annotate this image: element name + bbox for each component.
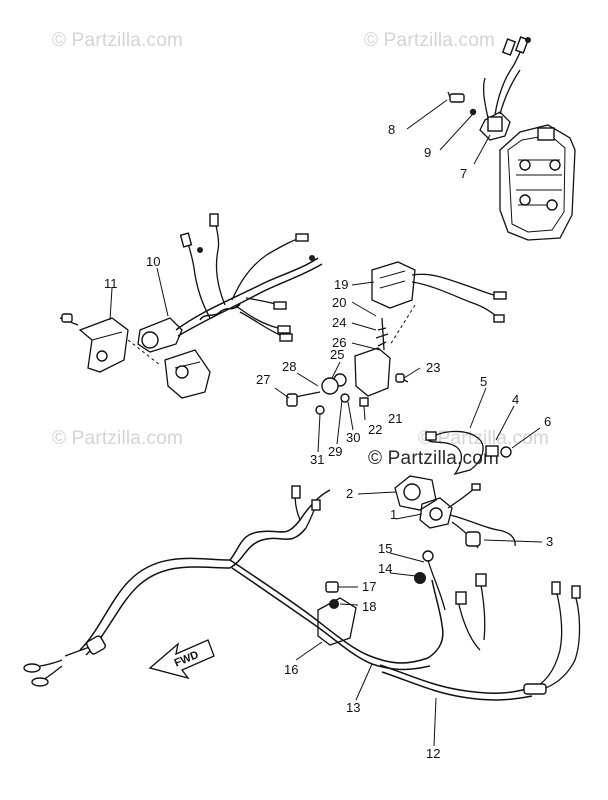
kill-switch-assembly — [394, 430, 516, 549]
callout-26: 26 — [332, 335, 346, 350]
callout-31: 31 — [310, 452, 324, 467]
watermark-2: © Partzilla.com — [364, 30, 496, 51]
callout-24: 24 — [332, 315, 346, 330]
callout-10: 10 — [146, 254, 160, 269]
callout-25: 25 — [330, 347, 344, 362]
callout-17: 17 — [362, 579, 376, 594]
callout-19: 19 — [334, 277, 348, 292]
main-harness-assembly — [23, 485, 581, 701]
callout-labels: 1 2 3 4 5 6 7 8 9 10 11 12 13 14 15 16 1… — [104, 122, 553, 761]
callout-4: 4 — [512, 392, 519, 407]
callout-3: 3 — [546, 534, 553, 549]
callout-20: 20 — [332, 295, 346, 310]
callout-8: 8 — [388, 122, 395, 137]
callout-18: 18 — [362, 599, 376, 614]
watermark-5: © Partzilla.com — [368, 448, 500, 469]
switch-assembly — [286, 261, 507, 415]
callout-9: 9 — [424, 145, 431, 160]
callout-28: 28 — [282, 359, 296, 374]
callout-6: 6 — [544, 414, 551, 429]
regulator-assembly — [447, 36, 576, 241]
callout-11: 11 — [104, 276, 118, 291]
mounting-bracket — [59, 313, 211, 399]
callout-15: 15 — [378, 541, 392, 556]
callout-2: 2 — [346, 486, 353, 501]
callout-27: 27 — [256, 372, 270, 387]
callout-12: 12 — [426, 746, 440, 761]
callout-21: 21 — [388, 411, 402, 426]
callout-23: 23 — [426, 360, 440, 375]
callout-13: 13 — [346, 700, 360, 715]
watermark-1: © Partzilla.com — [52, 30, 184, 51]
callout-7: 7 — [460, 166, 467, 181]
watermark-3: © Partzilla.com — [52, 428, 184, 449]
forward-arrow: FWD — [148, 639, 215, 680]
callout-14: 14 — [378, 561, 392, 576]
plug-harness-assembly — [137, 213, 323, 353]
callout-1: 1 — [390, 507, 397, 522]
callout-5: 5 — [480, 374, 487, 389]
callout-16: 16 — [284, 662, 298, 677]
callout-22: 22 — [368, 422, 382, 437]
callout-29: 29 — [328, 444, 342, 459]
callout-30: 30 — [346, 430, 360, 445]
